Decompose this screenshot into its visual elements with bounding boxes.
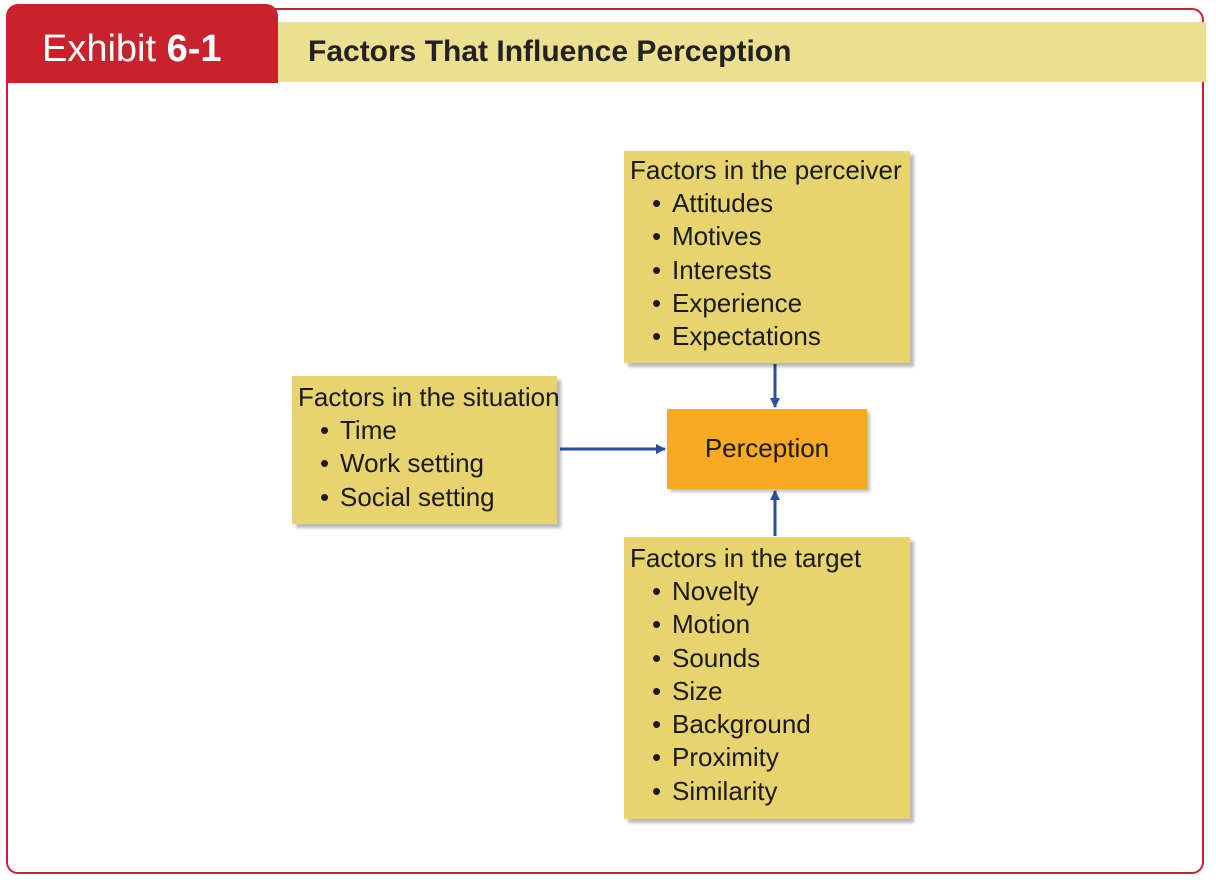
- list-item: •Background: [652, 709, 811, 740]
- list-item-label: Motives: [672, 221, 762, 252]
- exhibit-title: Factors That Influence Perception: [308, 35, 792, 68]
- list-item: •Size: [652, 675, 723, 706]
- list-item: •Time: [320, 415, 397, 445]
- list-item-label: Attitudes: [672, 188, 774, 218]
- exhibit-number: 6-1: [166, 28, 222, 70]
- list-item: •Novelty: [652, 576, 759, 606]
- perceiver-list: •Attitudes •Motives •Interests •Experien…: [630, 187, 910, 353]
- situation-factors-box: Factors in the situation •Time •Work set…: [292, 376, 560, 524]
- exhibit-word: Exhibit: [42, 28, 157, 70]
- exhibit-frame: [6, 8, 1204, 874]
- list-item-label: Expectations: [672, 321, 821, 352]
- situation-list: •Time •Work setting •Social setting: [298, 414, 557, 514]
- list-item-label: Sounds: [672, 642, 761, 673]
- list-item-label: Motion: [672, 609, 751, 640]
- list-item-label: Novelty: [672, 576, 759, 606]
- list-item: •Proximity: [652, 742, 779, 773]
- list-item-label: Size: [672, 675, 723, 706]
- list-item-label: Experience: [672, 287, 803, 318]
- target-factors-box: Factors in the target •Novelty •Motion •…: [624, 537, 910, 819]
- perception-node: Perception: [667, 409, 867, 489]
- list-item: •Work setting: [320, 448, 485, 479]
- list-item: •Motives: [652, 221, 762, 252]
- list-item: •Experience: [652, 287, 803, 318]
- situation-heading: Factors in the situation: [298, 382, 560, 412]
- exhibit-tab: [6, 4, 278, 83]
- list-item-label: Background: [672, 709, 811, 740]
- list-item-label: Time: [340, 415, 397, 445]
- list-item-label: Interests: [672, 254, 772, 285]
- list-item-label: Work setting: [340, 448, 485, 479]
- list-item-label: Social setting: [340, 481, 495, 512]
- list-item: •Interests: [652, 254, 772, 285]
- target-list: •Novelty •Motion •Sounds •Size •Backgrou…: [630, 575, 910, 808]
- list-item: •Motion: [652, 609, 751, 640]
- list-item-label: Similarity: [672, 775, 778, 806]
- list-item: •Sounds: [652, 642, 761, 673]
- exhibit-label: Exhibit 6-1: [42, 22, 222, 76]
- perceiver-factors-box: Factors in the perceiver •Attitudes •Mot…: [624, 151, 910, 363]
- perceiver-heading: Factors in the perceiver: [630, 155, 902, 185]
- list-item: •Attitudes: [652, 188, 774, 218]
- list-item: •Social setting: [320, 481, 495, 512]
- list-item: •Expectations: [652, 321, 821, 352]
- list-item-label: Proximity: [672, 742, 779, 773]
- target-heading: Factors in the target: [630, 543, 862, 573]
- list-item: •Similarity: [652, 775, 778, 806]
